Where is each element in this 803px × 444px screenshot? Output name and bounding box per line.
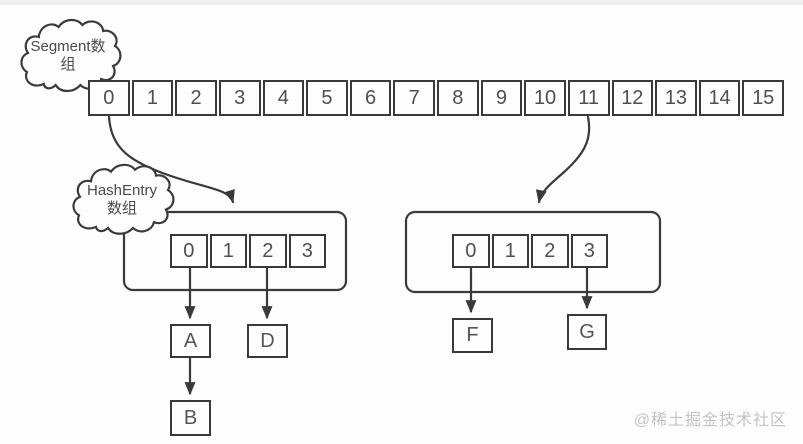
segment-cloud-label-line1: Segment数: [30, 38, 106, 55]
hashentry-array-1: 0 1 2 3: [170, 234, 326, 268]
segment-cell-0: 0: [88, 80, 130, 116]
segment-cell-1: 1: [131, 80, 174, 116]
watermark: @稀土掘金技术社区: [633, 412, 787, 429]
segment-cloud-label-line2: 组: [60, 56, 76, 73]
segment-cell-15: 15: [742, 80, 784, 116]
segment-cell-11: 11: [567, 80, 610, 116]
segment-cell-5: 5: [306, 80, 348, 116]
segment-cell-4: 4: [262, 80, 305, 116]
hashentry2-cell-2: 2: [531, 234, 569, 268]
node-a: A: [170, 324, 211, 358]
hashentry2-cell-0: 0: [452, 234, 490, 268]
segment-cell-9: 9: [480, 80, 523, 116]
hashentry2-cell-3: 3: [570, 234, 608, 268]
node-g: G: [567, 314, 607, 350]
hashentry2-cell-1: 1: [491, 234, 529, 268]
segment-cell-12: 12: [611, 80, 654, 116]
segment-cell-6: 6: [349, 80, 392, 116]
segment-cell-2: 2: [175, 80, 217, 116]
hashentry-cloud-label-line2: 数组: [106, 200, 137, 217]
node-b: B: [170, 400, 211, 436]
node-d: D: [247, 324, 288, 358]
segment-cloud-label: Segment数 组: [24, 38, 112, 74]
segment-cell-14: 14: [698, 80, 741, 116]
hashentry1-cell-1: 1: [209, 234, 247, 268]
segment-cell-3: 3: [218, 80, 261, 116]
hashentry-cloud-label: HashEntry 数组: [78, 182, 166, 218]
segment-cell-7: 7: [393, 80, 435, 116]
hashentry-cloud-label-line1: HashEntry: [86, 182, 158, 199]
segment-cell-13: 13: [655, 80, 697, 116]
hashentry1-cell-0: 0: [170, 234, 208, 268]
arrow-segment0-to-hashentry1: [107, 115, 235, 204]
node-f: F: [452, 318, 493, 353]
hashentry-box-2: [404, 210, 662, 294]
segment-cloud-shape: [20, 18, 122, 93]
hashentry-box-1: [122, 210, 348, 292]
arrow-segment11-to-hashentry2: [535, 115, 591, 204]
segment-cell-10: 10: [524, 80, 566, 116]
segment-cell-8: 8: [437, 80, 479, 116]
hashentry1-cell-3: 3: [288, 234, 326, 268]
hashentry-array-2: 0 1 2 3: [452, 234, 608, 268]
segment-array: 0 1 2 3 4 5 6 7 8 9 10 11 12 13 14 15: [88, 80, 784, 116]
hashentry-cloud-shape: [72, 163, 175, 235]
hashentry1-cell-2: 2: [249, 234, 287, 268]
